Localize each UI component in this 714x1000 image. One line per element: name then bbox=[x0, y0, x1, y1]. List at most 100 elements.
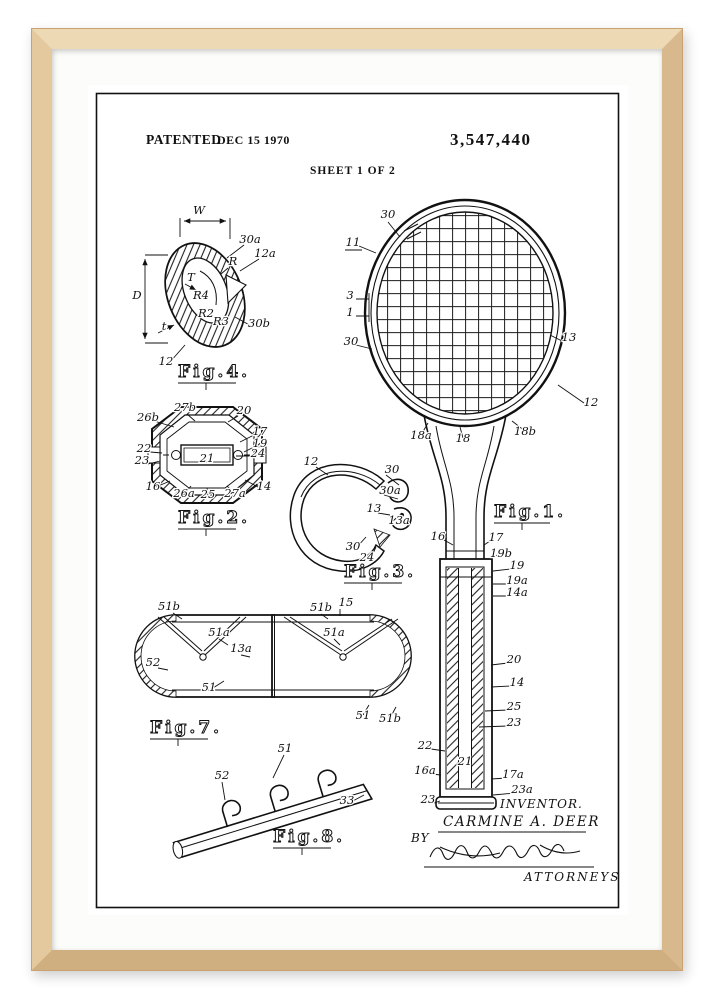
fig4-caption: Fig.4. bbox=[178, 362, 250, 382]
fig4-leader-lines bbox=[169, 244, 260, 363]
ref-numeral-19: 19 bbox=[253, 436, 268, 450]
fig8-leader-lines bbox=[221, 754, 365, 803]
ref-numeral-23: 23 bbox=[134, 453, 150, 467]
ref-numeral-T: T bbox=[187, 270, 196, 284]
ref-numeral-16: 16 bbox=[431, 529, 446, 543]
ref-numeral-12: 12 bbox=[159, 354, 174, 368]
ref-numeral-13: 13 bbox=[367, 501, 382, 515]
sheet-header: PATENTED DEC 15 1970 3,547,440 SHEET 1 O… bbox=[146, 130, 532, 177]
fig1-leader-lines bbox=[345, 221, 585, 804]
ref-numeral-R2: R2 bbox=[197, 306, 214, 320]
ref-numeral-21: 21 bbox=[199, 451, 215, 465]
ref-numeral-18a: 18a bbox=[410, 428, 432, 442]
ref-numeral-23: 23 bbox=[420, 792, 436, 806]
ref-numeral-12a: 12a bbox=[254, 246, 276, 260]
fig8-caption: Fig.8. bbox=[273, 827, 345, 847]
ref-numeral-30: 30 bbox=[346, 539, 361, 553]
patent-number: 3,547,440 bbox=[450, 130, 532, 149]
ref-numeral-52: 52 bbox=[215, 768, 230, 782]
ref-numeral-14: 14 bbox=[257, 479, 272, 493]
ref-numeral-14a: 14a bbox=[506, 585, 528, 599]
fig8-hook-rail: 51 52 33 Fig.8. bbox=[172, 740, 374, 859]
attorneys-label: ATTORNEYS bbox=[523, 870, 621, 884]
ref-numeral-23: 23 bbox=[506, 715, 522, 729]
ref-numeral-51b: 51b bbox=[158, 599, 180, 613]
ref-numeral-R4: R4 bbox=[192, 288, 209, 302]
mat-border: PATENTED DEC 15 1970 3,547,440 SHEET 1 O… bbox=[52, 49, 662, 950]
ref-numeral-22: 22 bbox=[417, 738, 433, 752]
ref-numeral-19a: 19a bbox=[506, 573, 528, 587]
ref-numeral-12: 12 bbox=[304, 454, 319, 468]
ref-numeral-16a: 16a bbox=[414, 763, 436, 777]
ref-numeral-33: 33 bbox=[340, 793, 355, 807]
ref-numeral-13: 13 bbox=[562, 330, 577, 344]
patent-date: DEC 15 1970 bbox=[217, 133, 290, 147]
ref-numeral-51: 51 bbox=[202, 680, 217, 694]
ref-numeral-26b: 26b bbox=[136, 410, 159, 424]
ref-numeral-30a: 30a bbox=[379, 483, 401, 497]
ref-numeral-18b: 18b bbox=[514, 424, 536, 438]
by-label: BY bbox=[410, 831, 430, 845]
ref-numeral-20: 20 bbox=[236, 403, 252, 417]
ref-numeral-R: R bbox=[228, 254, 238, 268]
ref-numeral-17: 17 bbox=[253, 424, 268, 438]
ref-numeral-17: 17 bbox=[489, 530, 504, 544]
ref-numeral-18: 18 bbox=[456, 431, 471, 445]
ref-numeral-19: 19 bbox=[510, 558, 525, 572]
fig7-leader-lines bbox=[157, 609, 397, 719]
patent-drawing-svg: PATENTED DEC 15 1970 3,547,440 SHEET 1 O… bbox=[95, 92, 621, 909]
sheet-footer: INVENTOR. CARMINE A. DEER BY ATTORNEYS bbox=[410, 797, 621, 884]
ref-numeral-51b: 51b bbox=[310, 600, 332, 614]
ref-numeral-12: 12 bbox=[584, 395, 599, 409]
ref-numeral-30a: 30a bbox=[239, 232, 261, 246]
ref-numeral-51: 51 bbox=[356, 708, 371, 722]
fig2-caption: Fig.2. bbox=[178, 508, 250, 528]
patented-label: PATENTED bbox=[146, 132, 222, 147]
fig1-caption: Fig.1. bbox=[494, 502, 566, 522]
ref-numeral-51a: 51a bbox=[208, 625, 230, 639]
ref-numeral-26a: 26a bbox=[172, 486, 195, 500]
ref-numeral-13a: 13a bbox=[230, 641, 252, 655]
ref-numeral-51b: 51b bbox=[379, 711, 401, 725]
inventor-label: INVENTOR. bbox=[499, 797, 583, 811]
ref-numeral-30: 30 bbox=[381, 207, 396, 221]
ref-numeral-25: 25 bbox=[200, 487, 216, 501]
ref-numeral-1: 1 bbox=[346, 305, 353, 319]
ref-numeral-30b: 30b bbox=[248, 316, 270, 330]
ref-numeral-13a: 13a bbox=[388, 513, 410, 527]
ref-numeral-30: 30 bbox=[385, 462, 400, 476]
picture-frame: PATENTED DEC 15 1970 3,547,440 SHEET 1 O… bbox=[31, 28, 683, 971]
ref-numeral-11: 11 bbox=[346, 235, 361, 249]
ref-numeral-19b: 19b bbox=[490, 546, 512, 560]
fig8-labels: 51 52 33 bbox=[213, 740, 355, 809]
ref-numeral-52: 52 bbox=[146, 655, 161, 669]
ref-numeral-27a: 27a bbox=[223, 486, 246, 500]
inventor-name: CARMINE A. DEER bbox=[443, 814, 600, 830]
ref-numeral-23a: 23a bbox=[510, 782, 533, 796]
fig3-caption: Fig.3. bbox=[344, 562, 416, 582]
ref-numeral-16: 16 bbox=[146, 479, 161, 493]
ref-numeral-21: 21 bbox=[457, 754, 473, 768]
ref-numeral-R3: R3 bbox=[212, 314, 229, 328]
ref-numeral-14: 14 bbox=[510, 675, 525, 689]
attorney-signature bbox=[429, 843, 581, 860]
ref-numeral-27b: 27b bbox=[173, 400, 196, 414]
ref-numeral-51: 51 bbox=[278, 741, 293, 755]
ref-numeral-W: W bbox=[193, 203, 206, 217]
fig3-leader-lines bbox=[315, 466, 403, 559]
ref-numeral-t: t bbox=[162, 319, 167, 333]
ref-numeral-22: 22 bbox=[136, 441, 152, 455]
ref-numeral-D: D bbox=[131, 288, 141, 302]
ref-numeral-24: 24 bbox=[250, 446, 266, 460]
ref-numeral-24: 24 bbox=[359, 550, 375, 564]
